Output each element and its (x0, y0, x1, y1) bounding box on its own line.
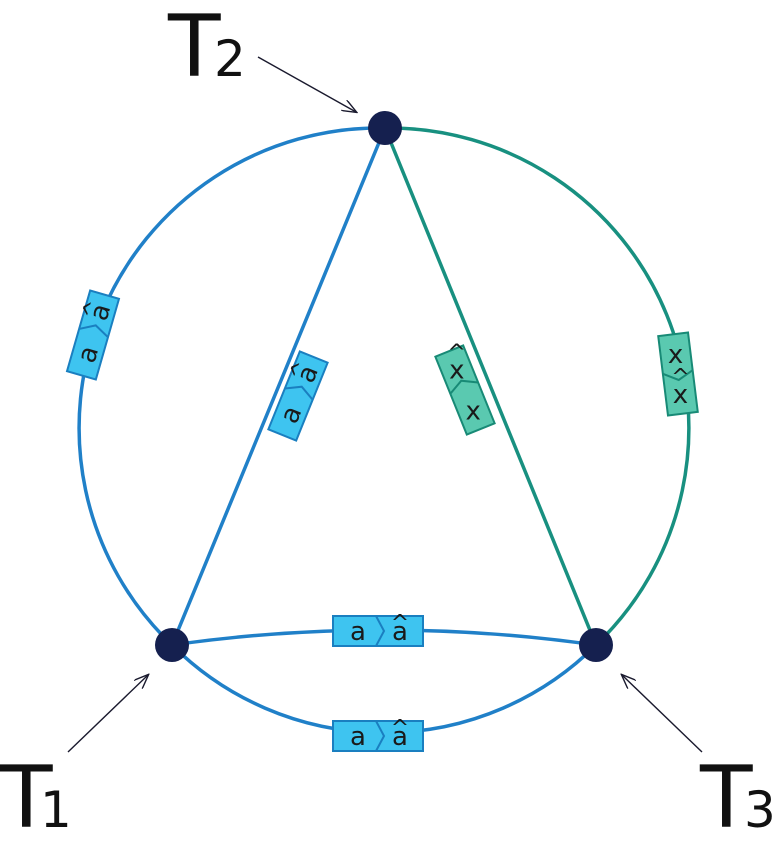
mode-label-a: a (72, 343, 105, 367)
node-t2 (368, 111, 402, 145)
hat-mark: ^ (391, 716, 409, 741)
terminal-label-t3: T 3 (699, 748, 776, 848)
hat-mark: ^ (391, 611, 409, 636)
mode-label-a: a (350, 722, 366, 752)
mode-label-x: x (466, 396, 481, 426)
mode-label-a-hat: a (84, 300, 117, 324)
terminal-main-text: T (167, 0, 221, 97)
arrow-t1 (67, 675, 148, 753)
mode-label-a-hat: a (392, 722, 408, 752)
mode-label-a: a (350, 617, 366, 647)
mode-label-x-hat: x (673, 380, 688, 410)
mode-label-x: x (668, 340, 683, 370)
inner-wire-t1-t2 (170, 127, 387, 646)
mode-label-x-hat: x (449, 356, 464, 386)
mode-box-outer-right: x x ^ (657, 331, 699, 417)
terminal-subscript: 1 (40, 781, 72, 839)
terminal-main-text: T (0, 748, 53, 848)
terminal-label-t2: T 2 (167, 0, 246, 97)
outer-wire-blue (77, 126, 598, 735)
terminal-subscript: 3 (744, 781, 776, 839)
mode-box-inner-left: a a ^ (267, 350, 329, 442)
terminal-label-t1: T 1 (0, 748, 72, 848)
hat-mark: ^ (671, 365, 689, 390)
arrow-t3 (622, 675, 703, 753)
inner-wire-t2-t3 (383, 127, 598, 646)
mode-box-inner-bottom: a a ^ (332, 611, 424, 647)
mode-box-outer-left: a a ^ (65, 289, 121, 381)
mode-box-outer-bottom: a a ^ (332, 716, 424, 752)
node-t1 (155, 628, 189, 662)
hat-mark: ^ (448, 341, 466, 366)
terminal-subscript: 2 (214, 30, 246, 88)
terminal-main-text: T (699, 748, 753, 848)
arrow-t2 (257, 56, 356, 112)
mode-label-a-hat: a (392, 617, 408, 647)
node-t3 (579, 628, 613, 662)
outer-wire-teal (384, 126, 691, 647)
mode-box-inner-right: x ^ x (434, 341, 496, 436)
